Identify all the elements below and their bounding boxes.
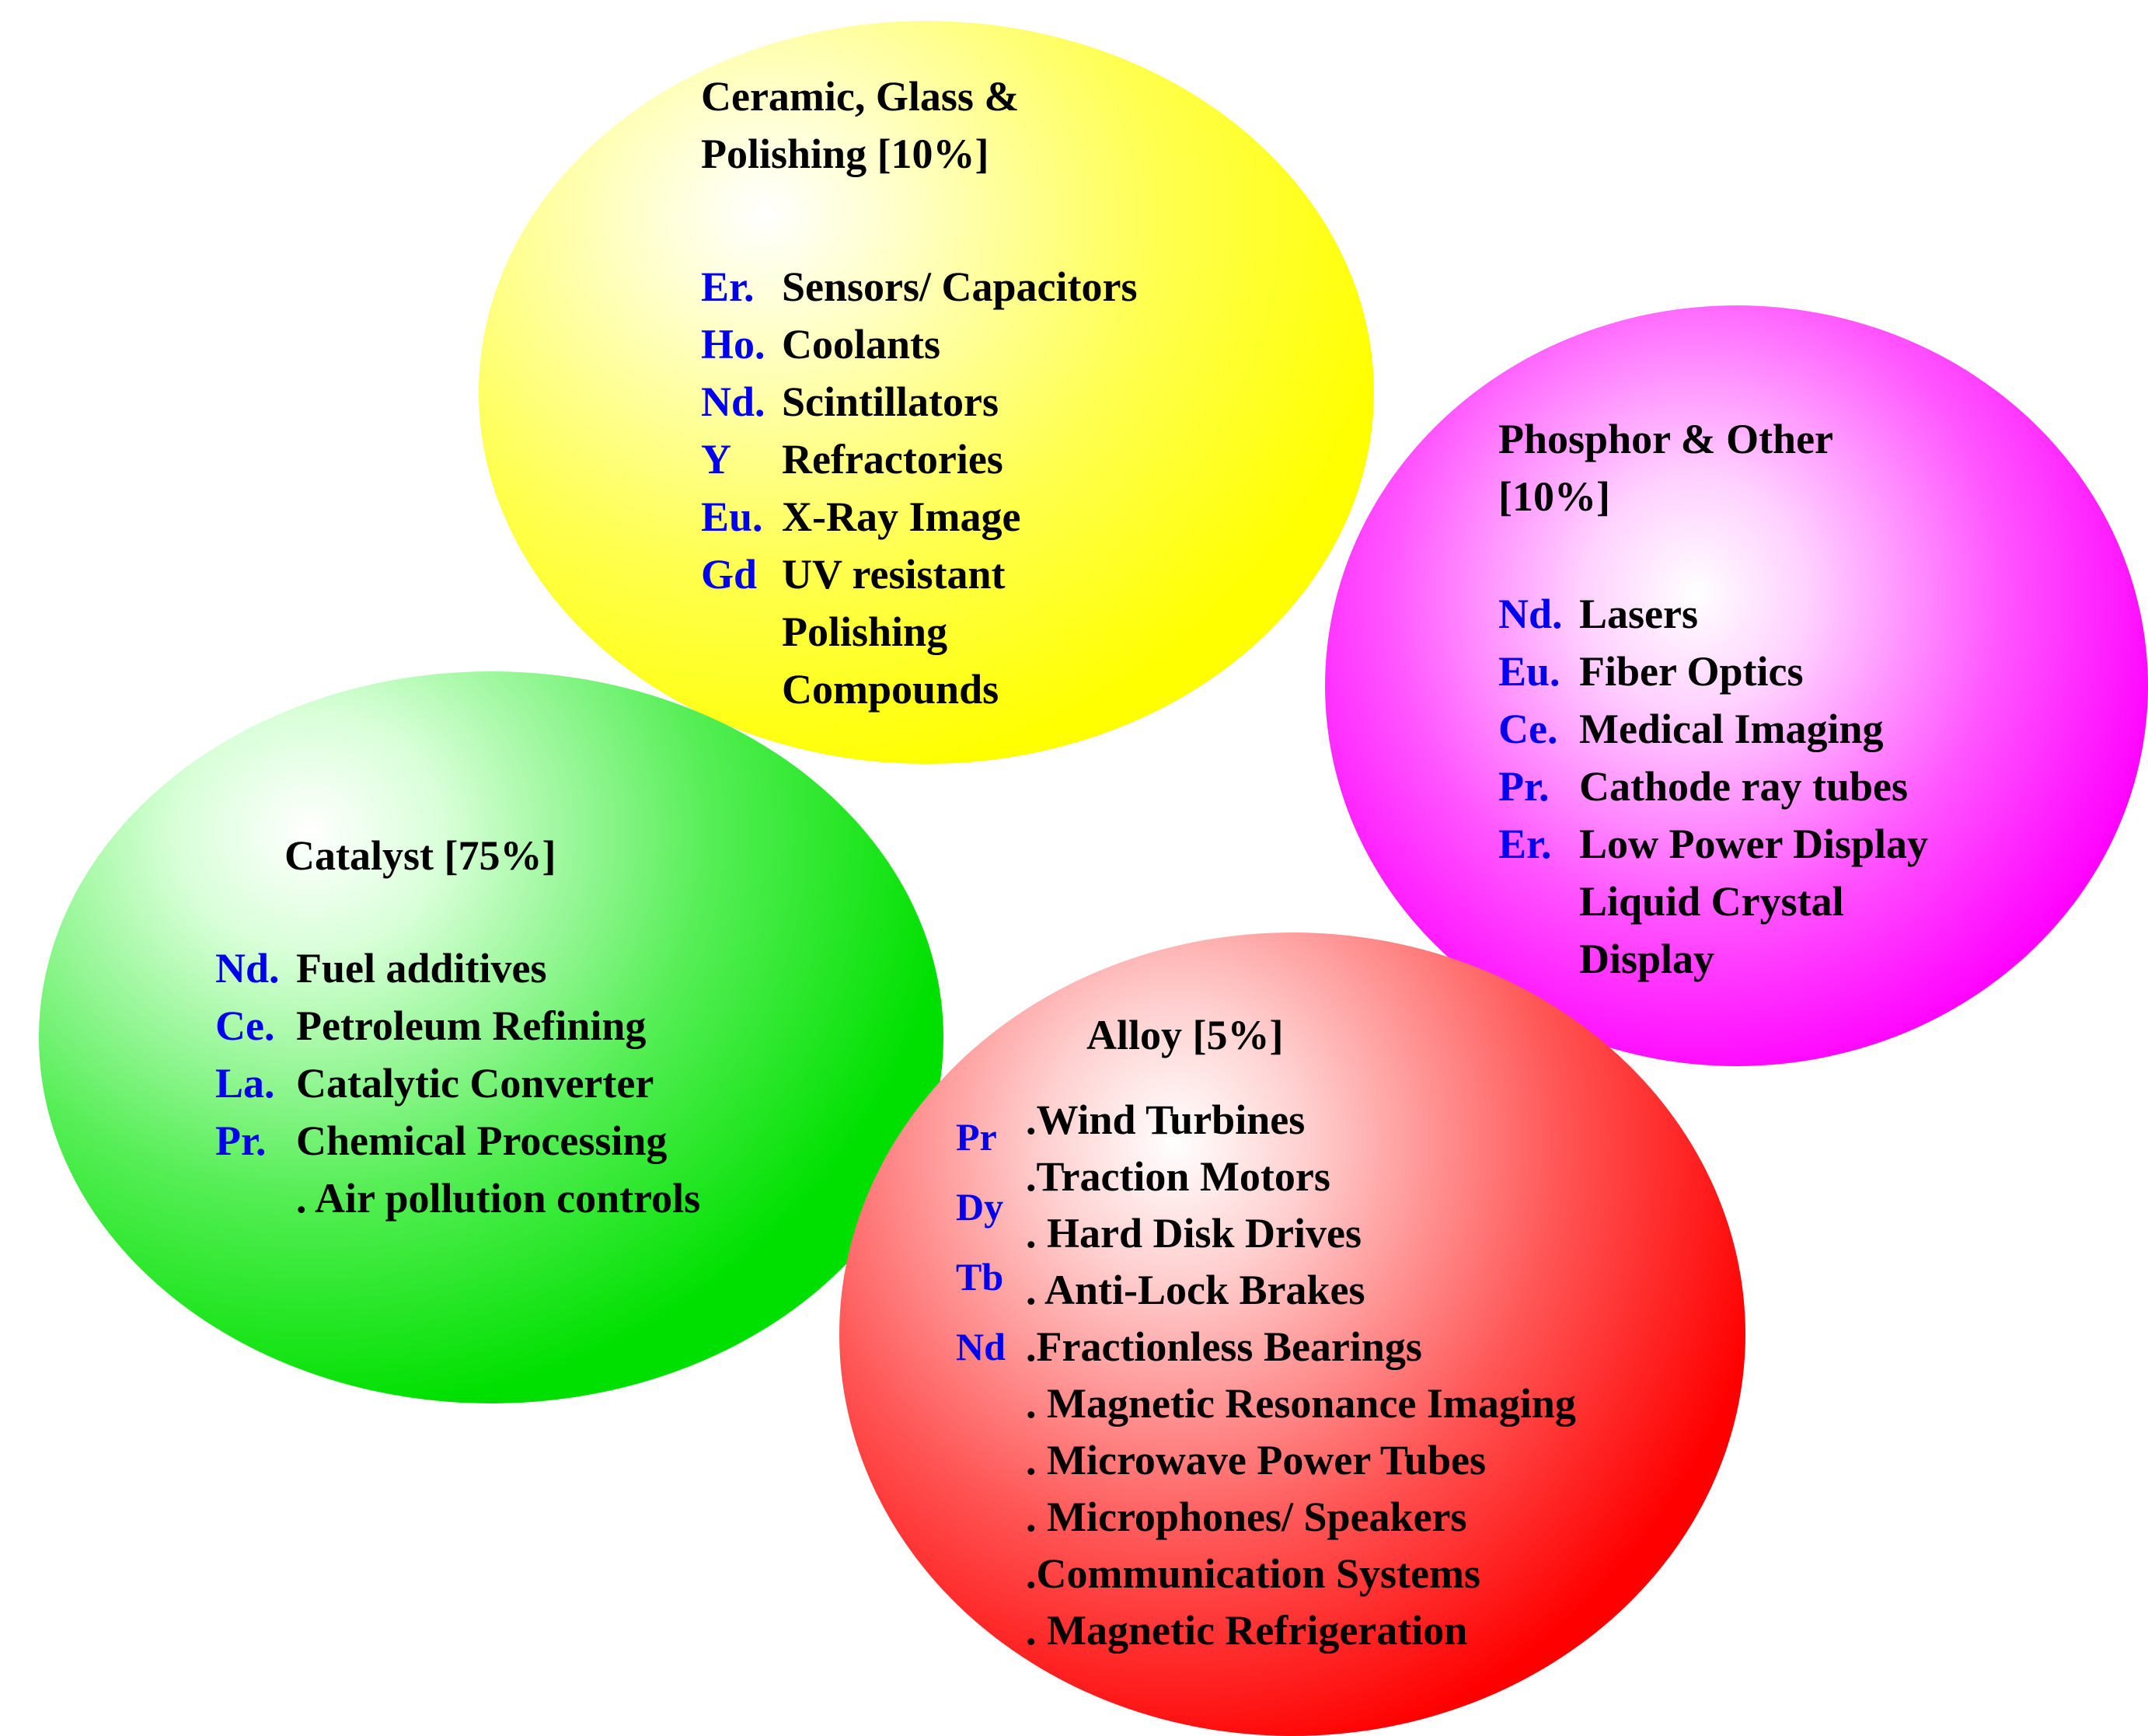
- element-symbol: [701, 603, 782, 661]
- item-text: Sensors/ Capacitors: [782, 263, 1138, 310]
- application-list: Nd. Lasers Eu. Fiber Optics Ce. Medical …: [1498, 585, 1928, 988]
- item-text: Cathode ray tubes: [1579, 763, 1909, 810]
- item-text: X-Ray Image: [782, 493, 1021, 540]
- list-item: . Air pollution controls: [215, 1170, 700, 1227]
- item-text: . Anti-Lock Brakes: [1026, 1267, 1365, 1313]
- element-symbol: Ho.: [701, 321, 765, 368]
- element-symbol: Pr.: [1498, 763, 1550, 810]
- element-symbol: Tb: [956, 1255, 1004, 1299]
- item-text: Medical Imaging: [1579, 706, 1884, 752]
- list-item: Pr. Chemical Processing: [215, 1112, 700, 1170]
- item-text: Petroleum Refining: [296, 1002, 647, 1049]
- item-text: . Magnetic Refrigeration: [1026, 1607, 1468, 1654]
- bubble-title: Phosphor & Other [10%]: [1498, 416, 1834, 520]
- element-symbol: Er.: [1498, 821, 1552, 867]
- item-text: Liquid Crystal: [1579, 878, 1844, 925]
- element-symbol: Nd.: [215, 945, 280, 992]
- list-item: Polishing: [701, 603, 1138, 661]
- element-symbol: Dy: [956, 1185, 1004, 1229]
- item-text: Low Power Display: [1579, 821, 1929, 867]
- list-item: Eu. X-Ray Image: [701, 488, 1138, 546]
- item-text: . Magnetic Resonance Imaging: [1026, 1380, 1576, 1427]
- list-item: Eu. Fiber Optics: [1498, 643, 1928, 700]
- item-text: . Hard Disk Drives: [1026, 1210, 1362, 1257]
- item-text: UV resistant: [782, 551, 1006, 598]
- element-symbol: Ce.: [215, 1002, 275, 1049]
- item-text: Lasers: [1579, 591, 1698, 637]
- item-text: .Fractionless Bearings: [1026, 1323, 1422, 1370]
- bubble-title: Catalyst [75%]: [284, 832, 556, 879]
- item-text: Fuel additives: [296, 945, 547, 992]
- list-item: Y Refractories: [701, 431, 1138, 488]
- item-text: . Microphones/ Speakers: [1026, 1494, 1467, 1540]
- element-symbol: Y: [701, 436, 731, 483]
- bubble-title: Ceramic, Glass & Polishing [10%]: [701, 73, 1020, 177]
- item-text: Coolants: [782, 321, 941, 368]
- element-symbol: Pr.: [215, 1117, 267, 1164]
- list-item: Er. Sensors/ Capacitors: [701, 258, 1138, 315]
- list-item: Display: [1498, 930, 1928, 988]
- element-symbol: Eu.: [701, 493, 763, 540]
- list-item: Pr. Cathode ray tubes: [1498, 758, 1928, 815]
- element-symbol: Pr: [956, 1115, 997, 1159]
- item-text: Chemical Processing: [296, 1117, 668, 1164]
- item-text: .Wind Turbines: [1026, 1096, 1306, 1143]
- bubble-ceramic-glass-polishing: Ceramic, Glass & Polishing [10%] Er. Sen…: [479, 21, 1374, 764]
- element-symbol: Ce.: [1498, 706, 1558, 752]
- list-item: Ce. Petroleum Refining: [215, 997, 700, 1054]
- element-symbol: La.: [215, 1060, 275, 1107]
- list-item: Er. Low Power Display: [1498, 815, 1928, 873]
- list-item: Nd. Lasers: [1498, 585, 1928, 643]
- item-text: .Communication Systems: [1026, 1550, 1481, 1597]
- element-symbol: [215, 1170, 296, 1227]
- item-text: Compounds: [782, 666, 999, 713]
- list-item: Nd. Scintillators: [701, 373, 1138, 431]
- element-symbol: Nd: [956, 1325, 1006, 1368]
- item-text: . Air pollution controls: [296, 1175, 701, 1222]
- item-text: Catalytic Converter: [296, 1060, 654, 1107]
- element-symbol: [1498, 873, 1579, 930]
- item-text: Fiber Optics: [1579, 648, 1804, 695]
- list-item: Liquid Crystal: [1498, 873, 1928, 930]
- bubble-phosphor-other: Phosphor & Other [10%] Nd. Lasers Eu. Fi…: [1325, 305, 2148, 1066]
- bubble-title: Alloy [5%]: [1086, 1012, 1284, 1058]
- element-symbol: [701, 661, 782, 718]
- element-symbol-column: Pr Dy Tb Nd: [956, 1102, 1006, 1382]
- list-item: Ho. Coolants: [701, 315, 1138, 373]
- element-symbol: Eu.: [1498, 648, 1560, 695]
- list-item: Gd UV resistant: [701, 546, 1138, 603]
- element-symbol: Nd.: [1498, 591, 1563, 637]
- application-list: Nd. Fuel additives Ce. Petroleum Refinin…: [215, 939, 700, 1227]
- list-item: Nd. Fuel additives: [215, 939, 700, 997]
- item-text: . Microwave Power Tubes: [1026, 1437, 1486, 1483]
- element-symbol: Er.: [701, 263, 755, 310]
- bubble-catalyst: Catalyst [75%] Nd. Fuel additives Ce. Pe…: [39, 671, 943, 1403]
- bubble-alloy: Alloy [5%] Pr Dy Tb Nd .Wind Turbines .T…: [839, 932, 1745, 1736]
- element-symbol: Gd: [701, 551, 758, 598]
- item-text: Polishing: [782, 608, 948, 655]
- item-text: Display: [1579, 936, 1715, 982]
- list-item: Ce. Medical Imaging: [1498, 700, 1928, 758]
- element-symbol: Nd.: [701, 378, 765, 425]
- item-text: Refractories: [782, 436, 1003, 483]
- item-text: .Traction Motors: [1026, 1153, 1330, 1200]
- application-list: .Wind Turbines .Traction Motors . Hard D…: [1026, 1092, 1576, 1659]
- application-list: Er. Sensors/ Capacitors Ho. Coolants Nd.…: [701, 258, 1138, 718]
- element-symbol: [1498, 930, 1579, 988]
- item-text: Scintillators: [782, 378, 999, 425]
- list-item: Compounds: [701, 661, 1138, 718]
- list-item: La. Catalytic Converter: [215, 1054, 700, 1112]
